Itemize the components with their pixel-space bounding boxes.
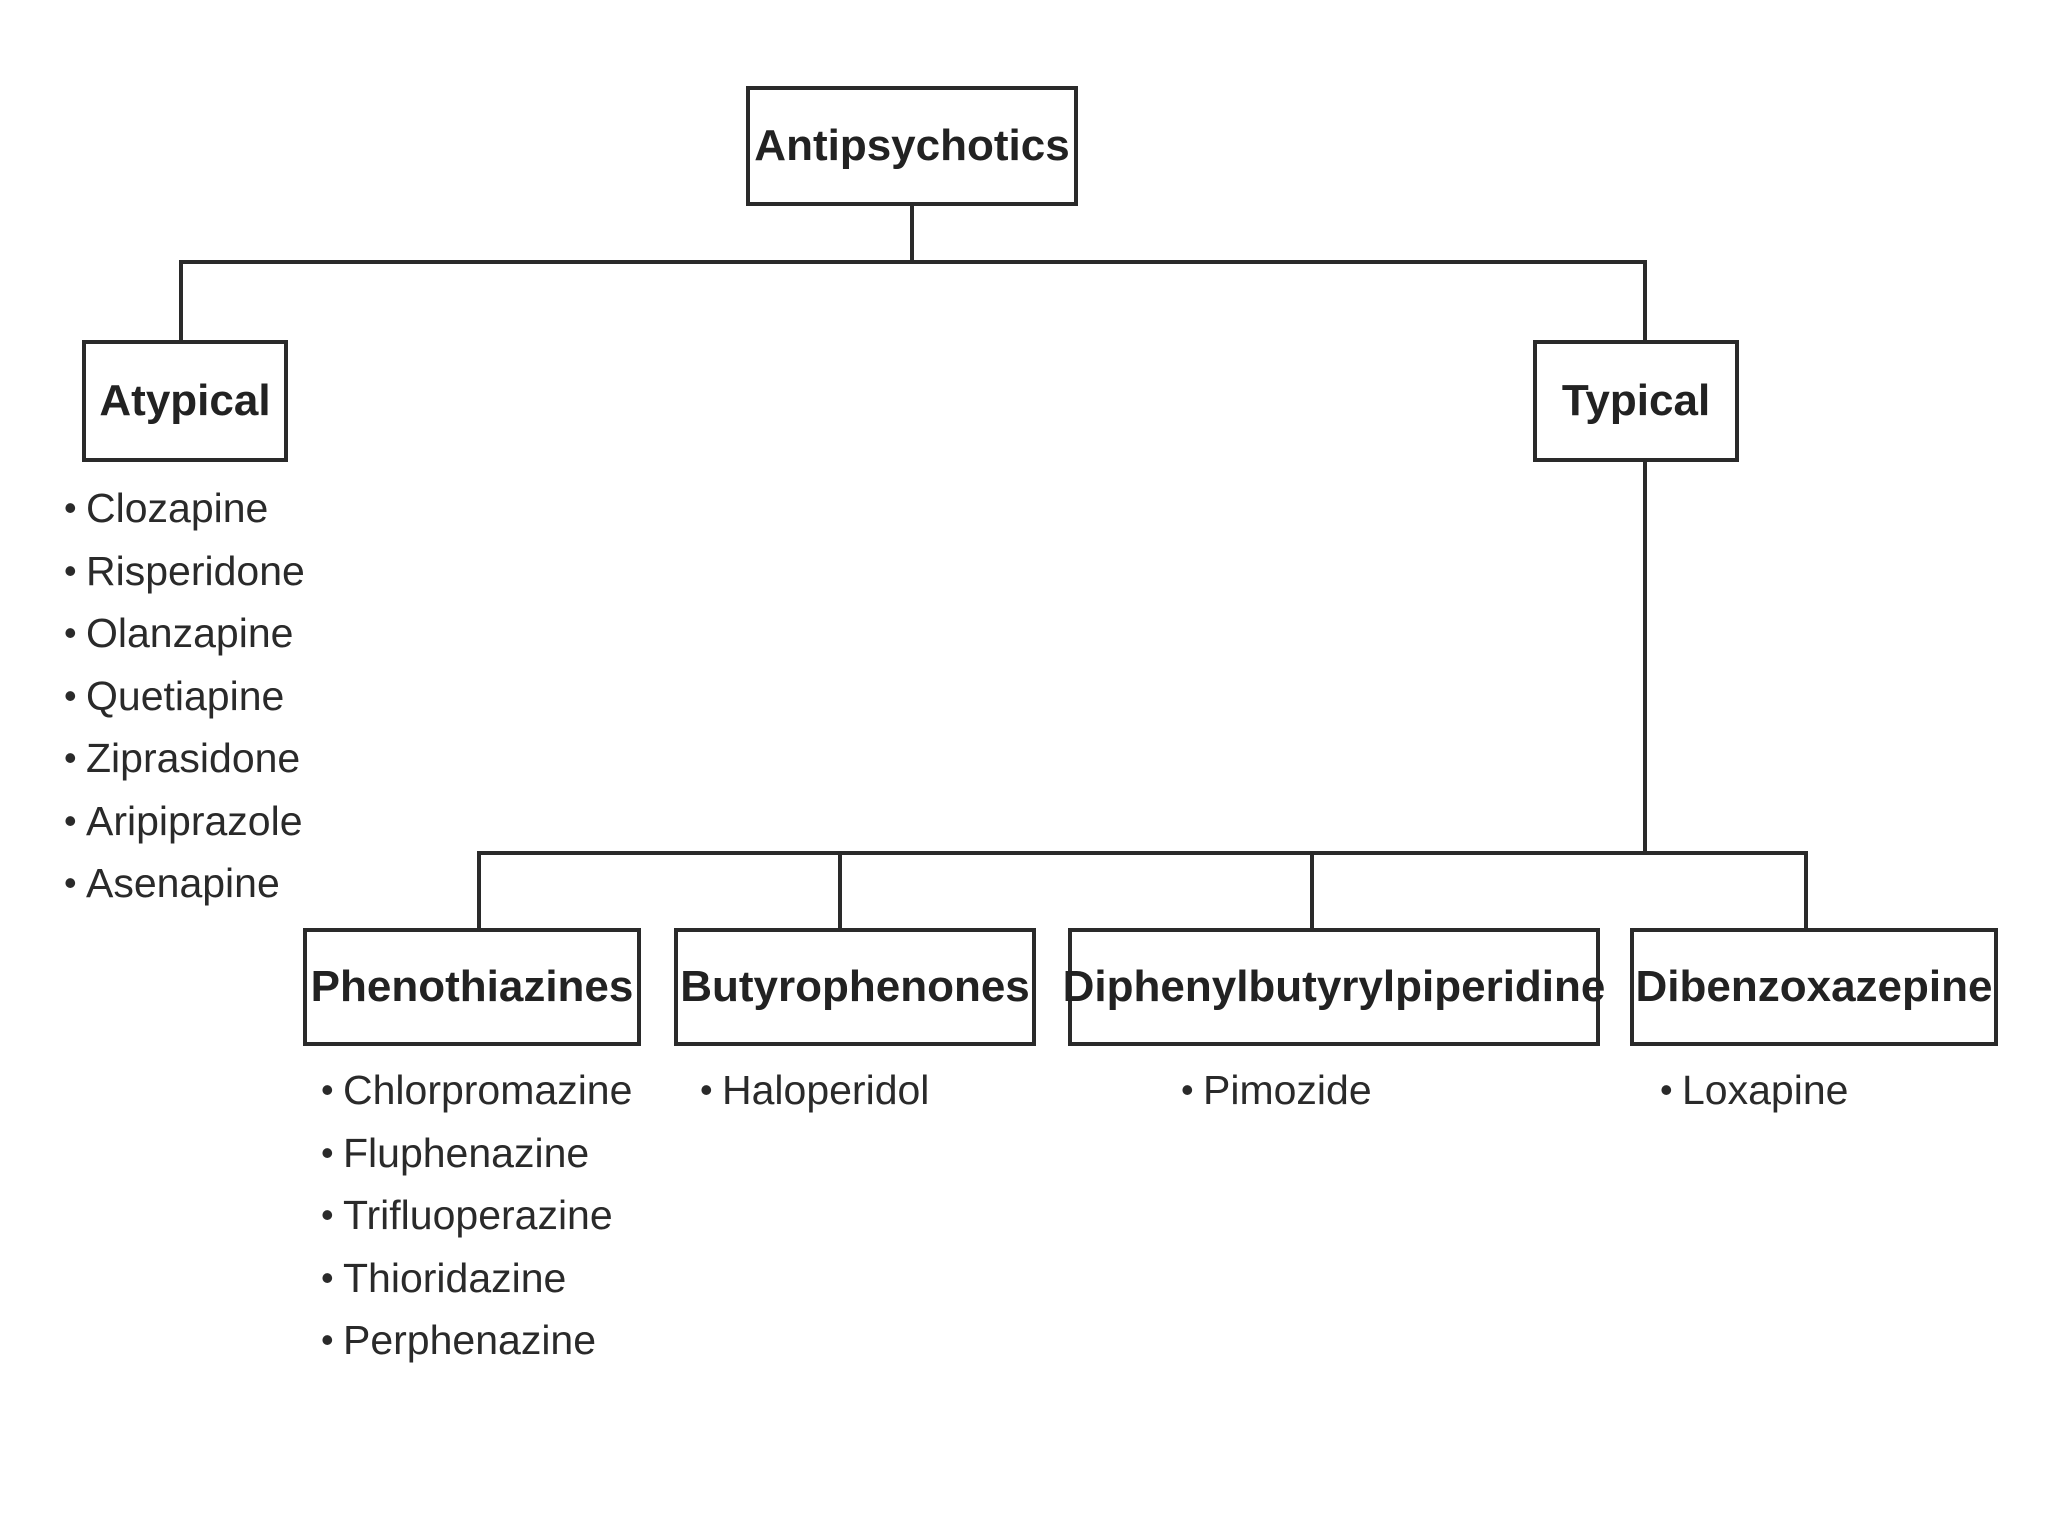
- list-item: •Haloperidol: [700, 1059, 929, 1122]
- class-box-butyrophenones: Butyrophenones: [674, 928, 1036, 1046]
- atypical-label: Atypical: [99, 376, 271, 425]
- root-label: Antipsychotics: [754, 121, 1070, 170]
- bullet-icon: •: [1181, 1069, 1194, 1110]
- list-item: •Asenapine: [64, 852, 305, 915]
- butyrophenones-drug-list: •Haloperidol: [700, 1059, 929, 1122]
- bullet-icon: •: [64, 862, 77, 903]
- list-item: •Olanzapine: [64, 602, 305, 665]
- list-item: •Loxapine: [1660, 1059, 1848, 1122]
- bullet-icon: •: [321, 1319, 334, 1360]
- bullet-icon: •: [700, 1069, 713, 1110]
- class-label: Butyrophenones: [680, 962, 1030, 1011]
- list-item: •Aripiprazole: [64, 790, 305, 853]
- atypical-drug-list: •Clozapine •Risperidone •Olanzapine •Que…: [64, 477, 305, 915]
- list-item: •Thioridazine: [321, 1247, 632, 1310]
- list-item: •Risperidone: [64, 540, 305, 603]
- phenothiazines-drug-list: •Chlorpromazine •Fluphenazine •Trifluope…: [321, 1059, 632, 1372]
- list-item: •Pimozide: [1181, 1059, 1372, 1122]
- bullet-icon: •: [64, 549, 77, 591]
- list-item: •Ziprasidone: [64, 727, 305, 790]
- list-item: •Trifluoperazine: [321, 1184, 632, 1247]
- list-item: •Perphenazine: [321, 1309, 632, 1372]
- bullet-icon: •: [1660, 1069, 1673, 1110]
- bullet-icon: •: [321, 1194, 334, 1235]
- category-box-typical: Typical: [1533, 340, 1739, 462]
- class-box-diphenylbutyrylpiperidine: Diphenylbutyrylpiperidine: [1063, 928, 1605, 1046]
- class-label: Phenothiazines: [310, 962, 634, 1011]
- bullet-icon: •: [321, 1131, 334, 1173]
- bullet-icon: •: [64, 799, 77, 841]
- list-item: •Chlorpromazine: [321, 1059, 632, 1122]
- bullet-icon: •: [64, 612, 77, 653]
- bullet-icon: •: [64, 674, 77, 716]
- bullet-icon: •: [321, 1256, 334, 1298]
- root-box-antipsychotics: Antipsychotics: [746, 86, 1078, 206]
- bullet-icon: •: [64, 737, 77, 778]
- class-label: Diphenylbutyrylpiperidine: [1062, 962, 1606, 1011]
- class-box-phenothiazines: Phenothiazines: [303, 928, 641, 1046]
- list-item: •Fluphenazine: [321, 1122, 632, 1185]
- category-box-atypical: Atypical: [82, 340, 288, 462]
- bullet-icon: •: [64, 487, 77, 528]
- diphenylbutyrylpiperidine-drug-list: •Pimozide: [1181, 1059, 1372, 1122]
- class-label: Dibenzoxazepine: [1635, 962, 1993, 1011]
- list-item: •Clozapine: [64, 477, 305, 540]
- bullet-icon: •: [321, 1069, 334, 1110]
- dibenzoxazepine-drug-list: •Loxapine: [1660, 1059, 1848, 1122]
- class-box-dibenzoxazepine: Dibenzoxazepine: [1630, 928, 1998, 1046]
- typical-label: Typical: [1561, 376, 1711, 425]
- list-item: •Quetiapine: [64, 665, 305, 728]
